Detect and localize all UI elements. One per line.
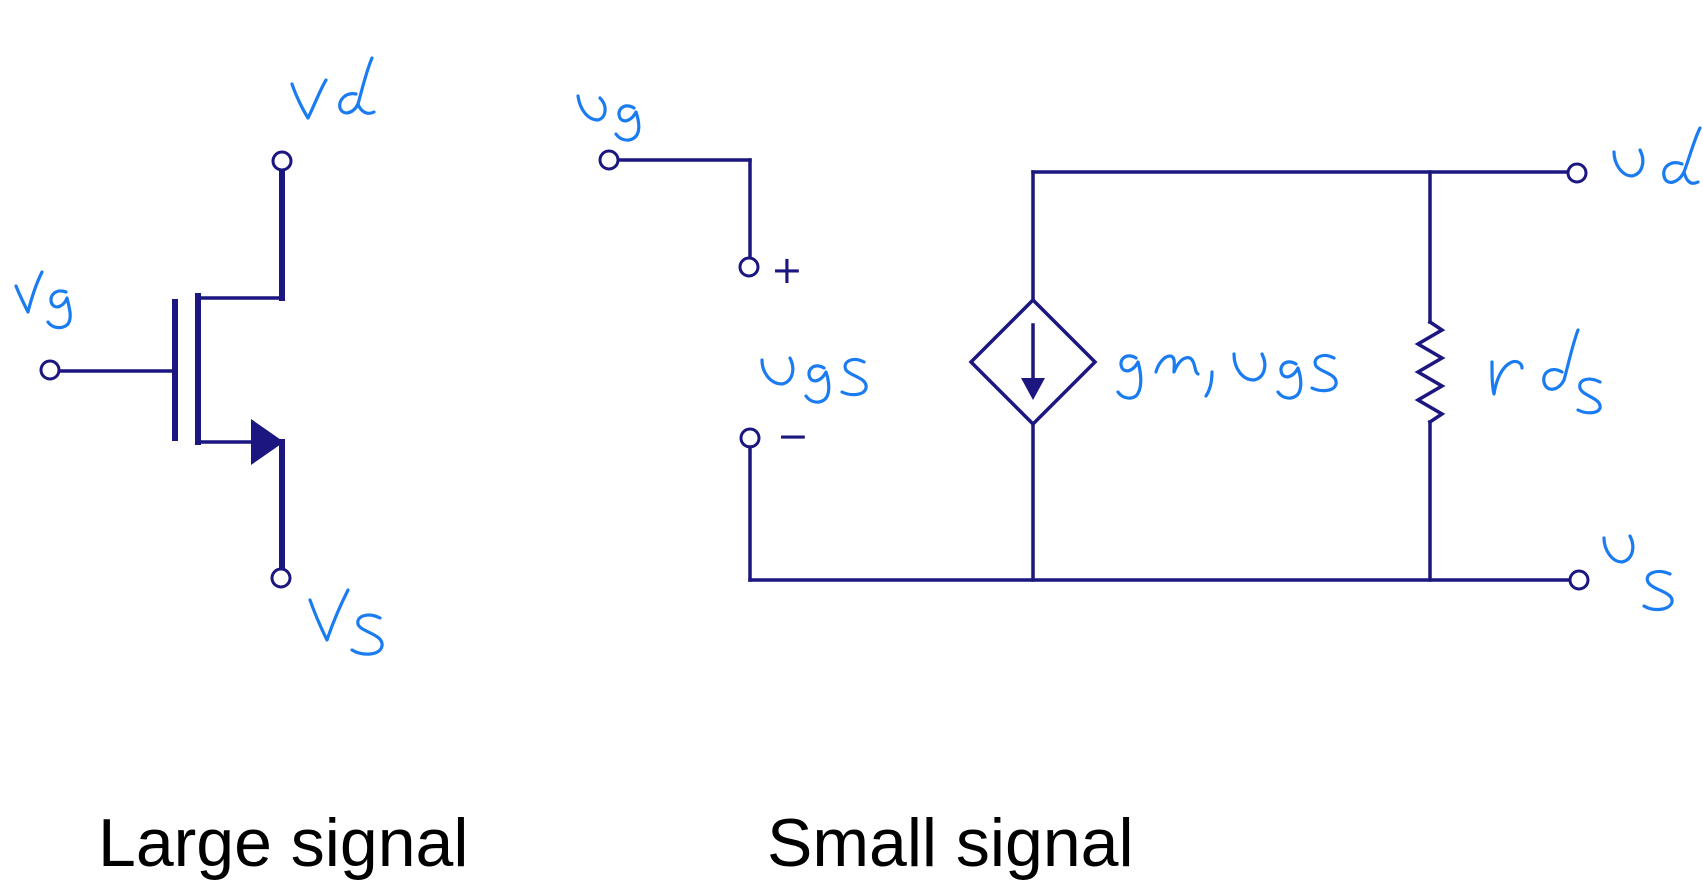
label-vg-large bbox=[14, 270, 72, 330]
small-signal-circuit bbox=[598, 149, 1590, 591]
label-vd-small bbox=[1612, 126, 1702, 185]
minus-sign: − bbox=[777, 414, 809, 458]
source-terminal bbox=[270, 567, 292, 589]
label-vg-small bbox=[576, 94, 641, 142]
caption-small-signal: Small signal bbox=[767, 805, 1134, 881]
label-gm-vgs bbox=[1116, 352, 1338, 400]
gate-terminal bbox=[39, 359, 61, 381]
drain-terminal bbox=[271, 150, 293, 172]
mosfet-symbol bbox=[39, 150, 293, 589]
dependent-current-source bbox=[968, 297, 1098, 427]
source-arrow-icon bbox=[251, 419, 284, 465]
resistor-rds bbox=[1414, 319, 1446, 425]
vg-terminal bbox=[598, 149, 620, 171]
plus-sign: + bbox=[771, 248, 803, 292]
vgs-minus-terminal bbox=[739, 427, 761, 449]
label-vs-large bbox=[308, 588, 384, 656]
vgs-plus-terminal bbox=[738, 256, 760, 278]
label-vgs-small bbox=[760, 356, 868, 404]
vd-terminal bbox=[1566, 162, 1588, 184]
vs-terminal bbox=[1568, 569, 1590, 591]
label-rds bbox=[1490, 328, 1602, 415]
label-vs-small bbox=[1602, 534, 1674, 612]
caption-large-signal: Large signal bbox=[98, 805, 468, 881]
current-arrow-icon bbox=[1021, 378, 1045, 400]
label-vd-large bbox=[290, 56, 376, 120]
